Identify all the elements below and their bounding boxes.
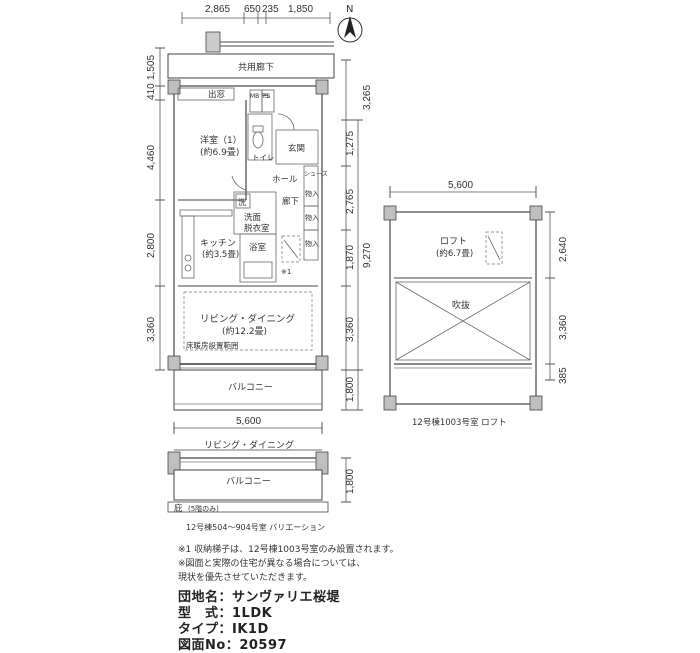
north-label: N bbox=[346, 4, 353, 15]
middle-dimension-line: 3,265 1,275 2,765 1,870 9,270 3,360 1,80… bbox=[341, 59, 373, 411]
eaves-label: 庇 bbox=[174, 503, 183, 514]
mid-dim-5: 9,270 bbox=[362, 243, 373, 268]
left-dim-4: 2,800 bbox=[146, 233, 157, 258]
loft-width-dim: 5,600 bbox=[448, 180, 473, 191]
note-mark-label: ※1 bbox=[281, 268, 291, 276]
wash-room-label: 洗面 bbox=[244, 212, 262, 223]
top-dim-2: 650 bbox=[244, 4, 261, 15]
loft-label: ロフト bbox=[440, 237, 467, 247]
western-room-label: 洋室（1） bbox=[200, 134, 242, 146]
mid-dim-2: 1,275 bbox=[345, 131, 356, 156]
living-label: リビング・ダイニング bbox=[200, 313, 296, 325]
info-row-drawing-no: 図面No：20597 bbox=[178, 634, 287, 653]
wash-label: 洗 bbox=[238, 197, 246, 207]
mid-dim-7: 1,800 bbox=[345, 377, 356, 402]
shoes-label: シューズ bbox=[304, 170, 328, 178]
variation-dim: 1,800 bbox=[345, 469, 356, 494]
toilet-label: トイレ bbox=[252, 153, 275, 162]
info-label: 型 式： bbox=[178, 606, 233, 621]
info-label: 団地名： bbox=[178, 590, 233, 605]
main-unit: 出窓 PS MB PS 洋室（1） (約6.9畳) トイレ 玄関 シューズ ホー… bbox=[167, 79, 329, 371]
bay-window-label: 出窓 bbox=[208, 89, 226, 100]
info-row-name: 団地名：サンヴァリエ桜堤 bbox=[178, 586, 340, 605]
mid-dim-3: 2,765 bbox=[345, 189, 356, 214]
right-dim-2: 3,360 bbox=[558, 315, 569, 340]
info-row-type: 型 式：1LDK bbox=[178, 602, 272, 621]
left-dimension-line: 1,505 410 4,460 2,800 3,360 bbox=[146, 47, 165, 371]
floor-heating-label: 床暖房設置範囲 bbox=[186, 340, 239, 350]
left-dim-5: 3,360 bbox=[146, 317, 157, 342]
variation-plan: リビング・ダイニング バルコニー 庇 (5階のみ) 1,800 12号棟504～… bbox=[167, 439, 356, 532]
main-width-dim: 5,600 bbox=[236, 416, 261, 427]
storage-3-label: 物入 bbox=[305, 239, 319, 248]
kitchen-size: (約3.5畳) bbox=[202, 249, 239, 260]
fukinuke-label: 吹抜 bbox=[452, 299, 470, 311]
info-row-subtype: タイプ：IK1D bbox=[178, 618, 269, 637]
left-dim-1: 1,505 bbox=[146, 55, 157, 80]
main-width-dimension: 5,600 bbox=[173, 416, 323, 434]
mid-dim-4: 1,870 bbox=[345, 245, 356, 270]
bath-label: 浴室 bbox=[249, 242, 267, 253]
hall-label: ホール bbox=[272, 175, 298, 185]
note-line-2: ※図面と実際の住宅が異なる場合については、 bbox=[178, 559, 366, 569]
eaves-note: (5階のみ) bbox=[188, 504, 219, 513]
variation-living-label: リビング・ダイニング bbox=[204, 439, 294, 451]
top-dim-3: 235 bbox=[262, 4, 279, 15]
variation-balcony-label: バルコニー bbox=[226, 476, 271, 487]
variation-caption: 12号棟504～904号室 バリエーション bbox=[186, 522, 325, 532]
note-line-3: 現状を優先させていただきます。 bbox=[178, 573, 313, 583]
storage-1-label: 物入 bbox=[305, 189, 319, 198]
living-size: (約12.2畳) bbox=[222, 325, 267, 337]
info-value: 1LDK bbox=[232, 606, 273, 621]
ps-label: PS bbox=[263, 93, 271, 100]
balcony-label: バルコニー bbox=[228, 382, 273, 393]
wash-room-label-2: 脱衣室 bbox=[244, 223, 270, 234]
entrance-label: 玄関 bbox=[288, 143, 305, 154]
left-dim-2: 410 bbox=[146, 83, 157, 100]
loft-size: (約6.7畳) bbox=[436, 248, 473, 259]
info-label: タイプ： bbox=[178, 622, 233, 637]
note-line-1: ※1 収納梯子は、12号棟1003号室のみ設置されます。 bbox=[178, 545, 399, 555]
corridor-label: 共用廊下 bbox=[238, 61, 274, 73]
mid-dim-1: 3,265 bbox=[362, 85, 373, 110]
corridor-area: 共用廊下 bbox=[167, 31, 335, 79]
mid-dim-6: 3,360 bbox=[345, 317, 356, 342]
info-label: 図面No： bbox=[178, 638, 240, 653]
top-dim-4: 1,850 bbox=[288, 4, 313, 15]
left-dim-3: 4,460 bbox=[146, 145, 157, 170]
info-value: IK1D bbox=[232, 622, 269, 637]
mbps-label: MB PS bbox=[250, 93, 269, 100]
north-arrow-icon: N bbox=[337, 4, 363, 43]
info-value: 20597 bbox=[239, 638, 288, 653]
right-dim-1: 2,640 bbox=[558, 237, 569, 262]
loft-plan: 5,600 ロフト (約6.7畳) 吹抜 2,640 3,360 385 12号… bbox=[383, 180, 569, 428]
top-dimension-line: 2,865 650 235 1,850 bbox=[181, 4, 331, 24]
balcony-main: バルコニー bbox=[173, 369, 323, 411]
western-room-size: (約6.9畳) bbox=[200, 146, 239, 158]
top-dim-1: 2,865 bbox=[205, 4, 230, 15]
info-value: サンヴァリエ桜堤 bbox=[232, 590, 341, 605]
hallway-label: 廊下 bbox=[282, 196, 300, 207]
kitchen-label: キッチン bbox=[200, 238, 236, 249]
right-dim-3: 385 bbox=[558, 367, 569, 384]
storage-2-label: 物入 bbox=[305, 213, 319, 222]
loft-caption: 12号棟1003号室 ロフト bbox=[412, 417, 507, 428]
